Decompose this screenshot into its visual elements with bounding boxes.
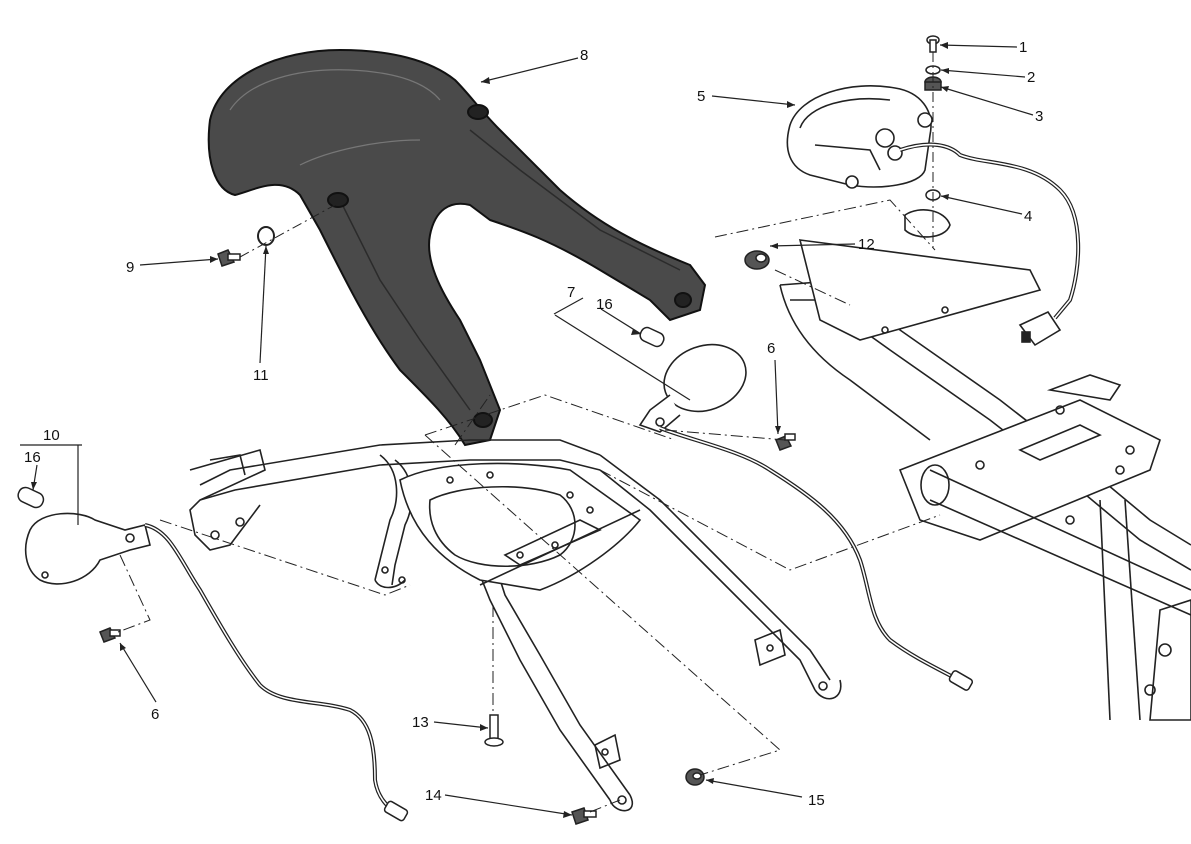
turn-signal-left: [24, 512, 151, 585]
callout-label-7: 7: [567, 284, 575, 301]
callout-label-2: 2: [1027, 69, 1035, 86]
callout-label-16-left: 16: [24, 449, 41, 466]
callout-label-4: 4: [1024, 208, 1032, 225]
turn-signal-right: [638, 343, 747, 433]
leader-lines: [20, 44, 1034, 816]
callout-label-6-right: 6: [767, 340, 775, 357]
turn-signal-right-connector: [948, 670, 974, 691]
screw-9: [217, 249, 241, 267]
callout-label-5: 5: [697, 88, 705, 105]
tail-light-connector: [1018, 310, 1062, 347]
carrier-rack: [189, 439, 842, 812]
callout-label-8: 8: [580, 47, 588, 64]
leader-arrowheads: [31, 42, 949, 818]
tail-light: [786, 85, 933, 189]
screw-1: [926, 35, 940, 53]
turn-signal-left-wire: [144, 523, 406, 820]
callout-label-3: 3: [1035, 108, 1043, 125]
turn-signal-left-connector: [383, 800, 409, 822]
grab-handle: [207, 48, 707, 447]
callout-label-15: 15: [808, 792, 825, 809]
screw-6-left: [99, 627, 121, 643]
callout-label-9: 9: [126, 259, 134, 276]
callout-label-10: 10: [43, 427, 60, 444]
callout-label-1: 1: [1019, 39, 1027, 56]
rear-subframe: [779, 209, 1191, 721]
bulb-16-left: [17, 486, 45, 509]
callout-label-6-left: 6: [151, 706, 159, 723]
grommet-12: [744, 250, 770, 270]
assembly-lines: [117, 199, 941, 813]
nut-15: [685, 768, 705, 786]
callout-label-14: 14: [425, 787, 442, 804]
callout-label-11: 11: [253, 367, 269, 384]
callout-label-13: 13: [412, 714, 429, 731]
callout-label-12: 12: [858, 236, 875, 253]
bulb-16-right: [639, 326, 665, 348]
screw-6-right: [775, 433, 796, 451]
screw-13: [484, 714, 504, 747]
screw-14: [571, 807, 597, 825]
callout-label-16-right: 16: [596, 296, 613, 313]
